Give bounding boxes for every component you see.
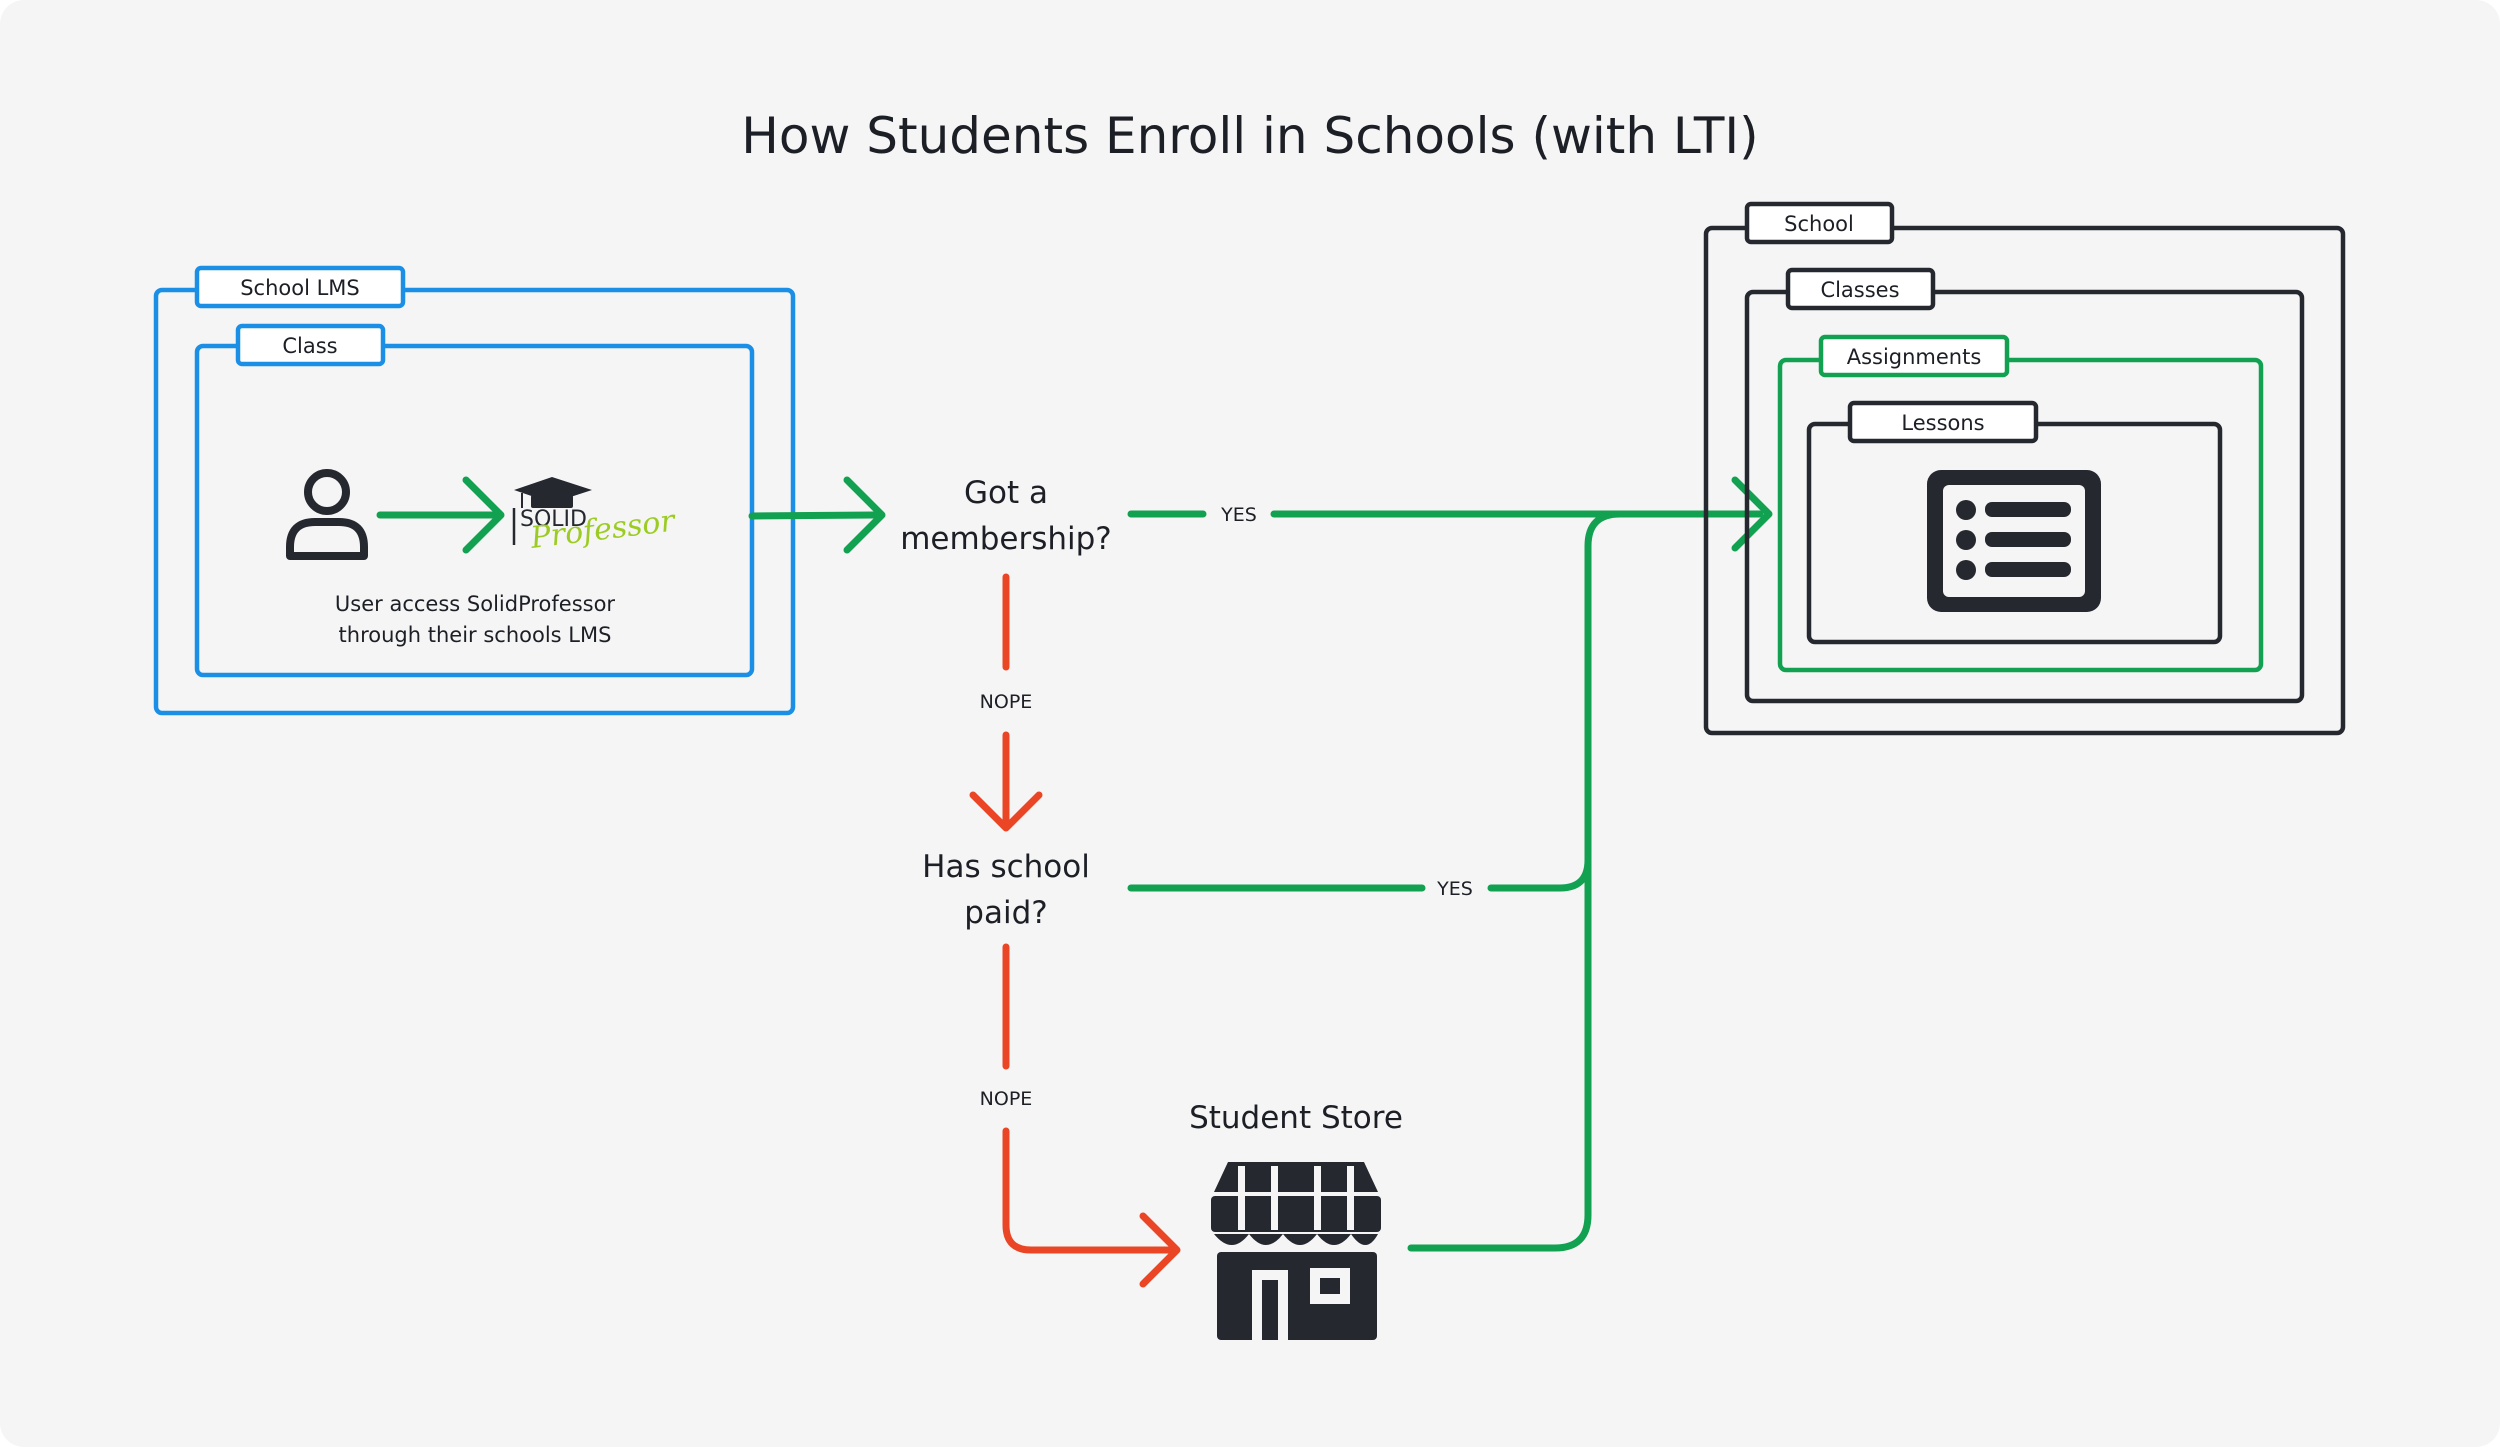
logo-word-solid: SOLID [520, 507, 587, 532]
edge-label-yes-membership: YES [1220, 504, 1257, 526]
edge-store-to-school [1407, 510, 1624, 1252]
classes-container: Classes [1744, 267, 2305, 704]
arrow-lms-to-membership [748, 476, 886, 554]
assignments-tab [1818, 334, 2010, 378]
school-container: School [1703, 201, 2346, 736]
lms-caption-line2: through their schools LMS [339, 623, 612, 647]
school-lms-container: School LMS [153, 265, 796, 716]
paid-question-line2: paid? [964, 895, 1047, 931]
edge-label-nope-paid: NOPE [980, 1088, 1033, 1110]
diagram-title: How Students Enroll in Schools (with LTI… [741, 107, 1758, 165]
edge-membership-nope [969, 573, 1043, 832]
membership-question-line2: membership? [900, 521, 1112, 557]
school-lms-label: School LMS [240, 276, 360, 300]
lms-caption-line1: User access SolidProfessor [335, 592, 616, 616]
student-store-label: Student Store [1189, 1100, 1403, 1136]
edge-label-yes-paid: YES [1436, 878, 1473, 900]
assignments-container: Assignments [1777, 334, 2264, 673]
edge-label-nope-membership: NOPE [980, 691, 1033, 713]
edge-paid-yes [1127, 856, 1592, 892]
arrow-user-to-logo [376, 476, 505, 554]
lessons-label: Lessons [1901, 411, 1984, 435]
membership-question-line1: Got a [964, 475, 1048, 511]
edge-paid-nope [1002, 943, 1181, 1288]
classes-label: Classes [1820, 278, 1899, 302]
class-label: Class [282, 334, 337, 358]
school-label: School [1784, 212, 1854, 236]
lessons-tab [1847, 400, 2039, 444]
school-lms-tab [194, 265, 406, 309]
user-icon [286, 469, 368, 560]
class-container: Class [194, 323, 755, 678]
paid-question-line1: Has school [922, 849, 1090, 885]
classes-tab [1785, 267, 1936, 311]
lesson-list-icon [1927, 470, 2101, 612]
lessons-container: Lessons [1806, 400, 2223, 645]
school-tab [1744, 201, 1895, 245]
class-tab [235, 323, 386, 367]
store-icon [1211, 1162, 1381, 1340]
solidprofessor-logo: SOLID Professor [512, 477, 678, 556]
assignments-label: Assignments [1847, 345, 1982, 369]
